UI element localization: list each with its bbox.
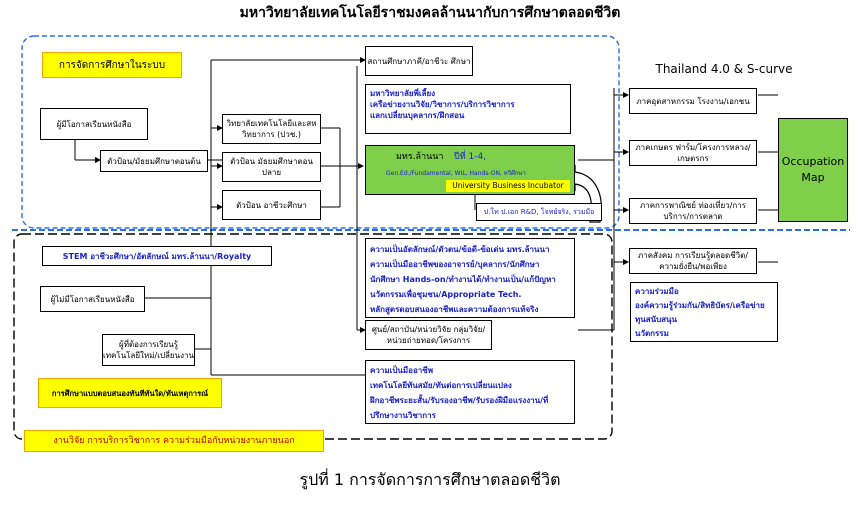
blue-list-top: มหาวิทยาลัยพี่เลี้ยง เครือข่ายงานวิจัย/ว… <box>365 84 571 134</box>
agriculture-sector-box: ภาคเกษตร ฟาร์ม/โครงการหลวง/เกษตรกร <box>629 140 757 166</box>
list-item: มหาวิทยาลัยพี่เลี้ยง <box>370 89 436 98</box>
graduate-research-box: ป.โท ป.เอก R&D, โจทย์จริง, ร่วมมือ <box>476 203 602 221</box>
entry-feeder-box: ตัวป้อน/มัธยมศึกษาตอนต้น <box>100 150 208 172</box>
figure-caption: รูปที่ 1 การจัดการการศึกษาตลอดชีวิต <box>299 469 561 489</box>
blue-list-bottom: ความเป็นมืออาชีพ เทคโนโลยีทันสมัย/ทันต่อ… <box>365 360 575 424</box>
list-item: นวัตกรรม <box>635 329 669 338</box>
research-center-box: ศูนย์/สถาบัน/หน่วยวิจัย กลุ่มวิจัย/หน่วย… <box>365 320 492 350</box>
list-item: ทุนสนับสนุน <box>635 315 677 324</box>
blue-list-mid: ความเป็นอัตลักษณ์/ตัวตน/ข้อดี-ข้อเด่น มท… <box>365 238 575 318</box>
opportunity-learners-box: ผู้มีโอกาสเรียนหนังสือ <box>40 108 148 140</box>
vocational-college-box: วิทยาลัยเทคโนโลยีและสหวิทยาการ (ปวช.) <box>222 114 321 144</box>
commerce-sector-box: ภาคการพาณิชย์ ท่องเที่ยว/การบริการ/การตล… <box>629 198 757 224</box>
rmutl-name: มทร.ล้านนา <box>396 152 444 162</box>
no-opportunity-learners-box: ผู้ไม่มีโอกาสเรียนหนังสือ <box>40 286 145 312</box>
list-item: องค์ความรู้ร่วมกัน/สิทธิบัตร/เครือข่าย <box>635 301 765 310</box>
list-item: เครือข่ายงานวิจัย/วิชาการ/บริการวิชาการ <box>370 100 515 109</box>
list-item: ความร่วมมือ <box>635 287 679 296</box>
society-sector-box: ภาคสังคม การเรียนรู้ตลอดชีวิต/ความยั่งยื… <box>629 248 757 274</box>
rmutl-center-box: มทร.ล้านนา ปีที่ 1-4, Gen.Ed./Fundamenta… <box>365 145 575 195</box>
thailand-label: Thailand 4.0 & S-curve <box>655 62 793 76</box>
rmutl-sub: Gen.Ed./Fundamental, WIL, Hands-ON, ทวิศ… <box>386 170 526 177</box>
page-title: มหาวิทยาลัยเทคโนโลยีราชมงคลล้านนากับการศ… <box>239 5 621 21</box>
new-tech-learners-box: ผู้ที่ต้องการเรียนรู้ เทคโนโลยีใหม่/เปลี… <box>102 334 195 366</box>
occupation-map-box: Occupation Map <box>778 118 848 222</box>
stem-box: STEM อาชีวะศึกษา/อัตลักษณ์ มทร.ล้านนา/Ro… <box>42 246 272 266</box>
list-item: เทคโนโลยีทันสมัย/ทันต่อการเปลี่ยนแปลง <box>370 381 512 390</box>
external-collaboration-bar: งานวิจัย การบริการวิชาการ ความร่วมมือกับ… <box>24 430 324 452</box>
incubator-label: University Business Incubator <box>446 180 570 192</box>
list-item: นวัตกรรมเพื่อชุมชน/Appropriate Tech. <box>370 290 522 299</box>
list-item: ปรึกษางานวิชาการ <box>370 411 436 420</box>
list-item: ความเป็นมืออาชีพ <box>370 366 433 375</box>
list-item: ฝึกอาชีพระยะสั้น/รับรองอาชีพ/รับรองฝีมือ… <box>370 396 549 405</box>
list-item: แลกเปลี่ยนบุคลากร/ฝึกสอน <box>370 111 465 120</box>
list-item: หลักสูตรตอบสนองอาชีพและความต้องการแท้จริ… <box>370 305 539 314</box>
blue-list-right: ความร่วมมือ องค์ความรู้ร่วมกัน/สิทธิบัตร… <box>630 282 778 342</box>
responsive-education-box: การศึกษาแบบตอบสนองทันทีทันใด/ทันเหตุการณ… <box>38 378 222 408</box>
partner-institutes-box: สถานศึกษาภาคี/อาชีวะ ศึกษา <box>365 46 473 76</box>
career-feeder-box: ตัวป้อน อาชีวะศึกษา <box>222 190 321 220</box>
list-item: ความเป็นอัตลักษณ์/ตัวตน/ข้อดี-ข้อเด่น มท… <box>370 245 550 254</box>
industry-sector-box: ภาคอุตสาหกรรม โรงงาน/เอกชน <box>629 88 757 114</box>
formal-education-label: การจัดการศึกษาในระบบ <box>42 52 182 78</box>
list-item: นักศึกษา Hands-on/ทำงานได้/ทำงานเป็น/แก้… <box>370 275 556 284</box>
rmutl-years: ปีที่ 1-4, <box>454 152 487 162</box>
formal-region-frame <box>21 35 620 229</box>
highschool-feeder-box: ตัวป้อน มัธยมศึกษาตอนปลาย <box>222 152 321 182</box>
list-item: ความเป็นมืออาชีพของอาจารย์/บุคลากร/นักศึ… <box>370 260 540 269</box>
